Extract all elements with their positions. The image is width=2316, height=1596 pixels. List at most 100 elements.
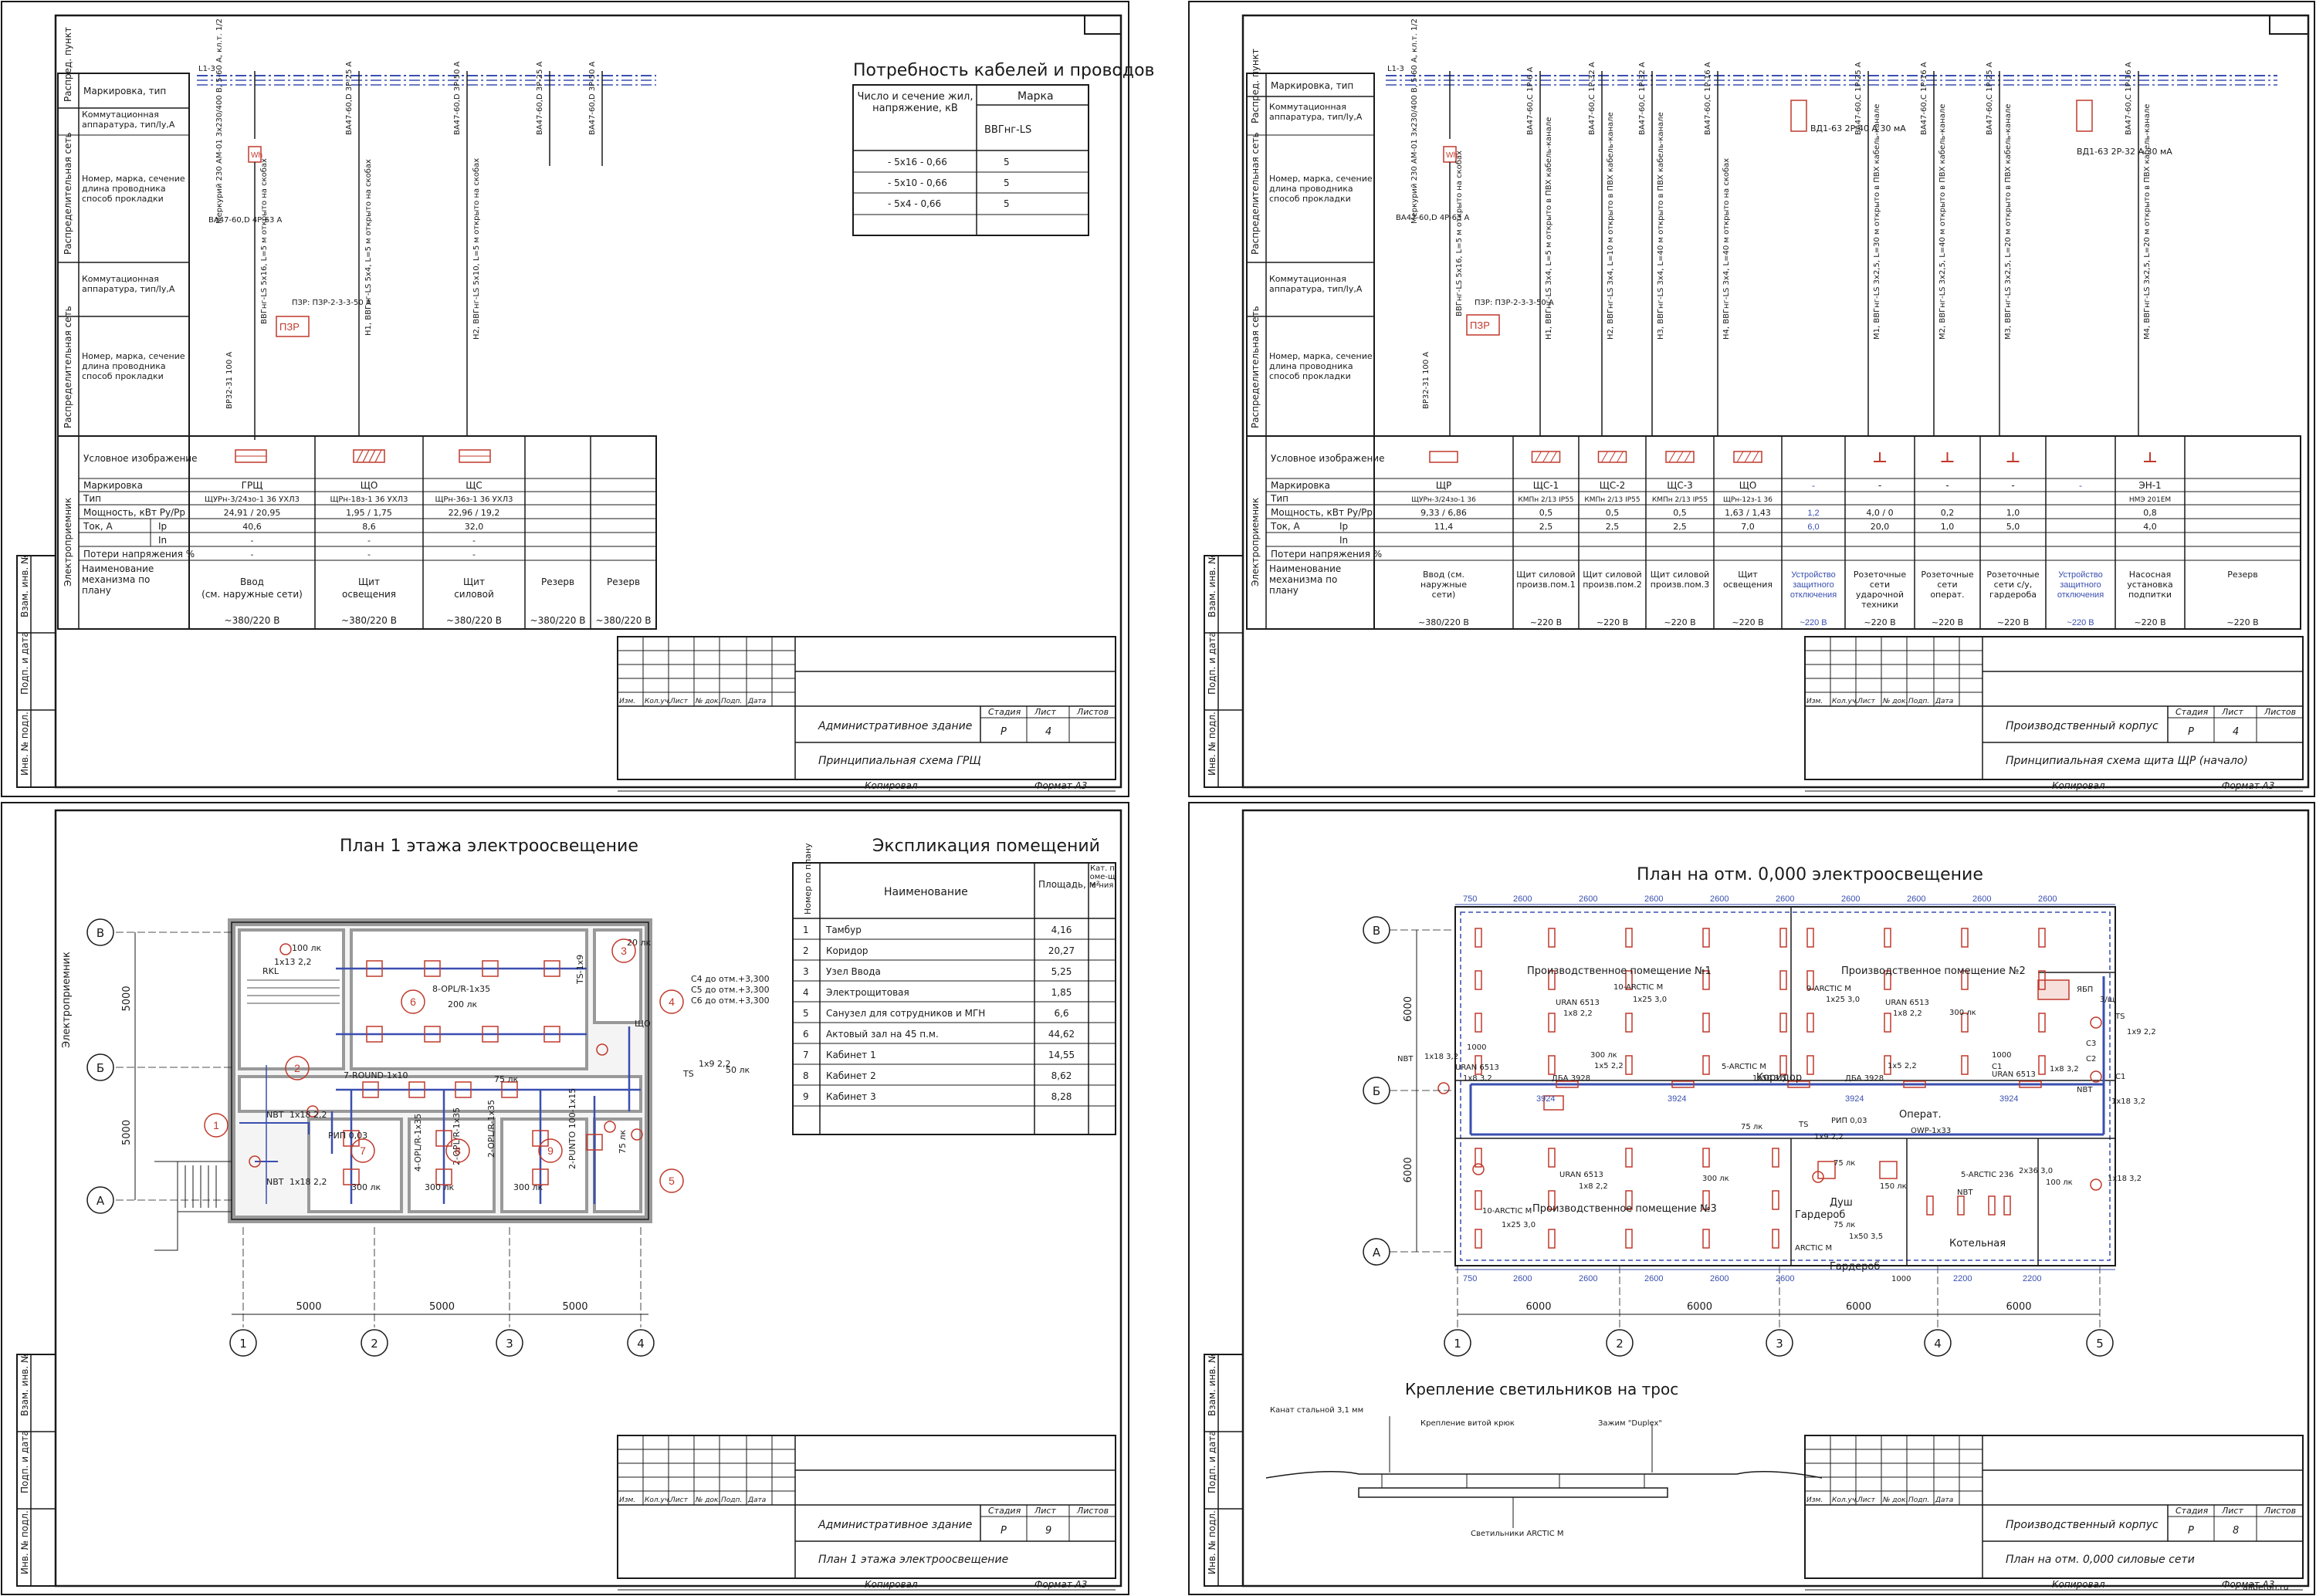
stamp4-text-3: Инв. № подл. [1207,1510,1217,1574]
plan0-label: С2 [2086,1055,2096,1063]
bus-label: L1-3 [198,65,215,73]
plan0-label: 1000 [1891,1275,1911,1283]
branch-cable-2: Н2, ВВГнг-LS 5х10, L=5 м открыто на скоб… [472,158,481,340]
shr-meter: Wh [1446,151,1458,160]
plan0-label: 1х50 3,5 [1849,1233,1883,1241]
tb-head: Лист [1034,1506,1056,1516]
tb-stage: Р [2188,1525,2194,1537]
electro-label: Электроприемник [61,952,73,1048]
stamp4-text-2: Подп. и дата [1207,1430,1217,1493]
plan0-label: 100 лк [2046,1178,2073,1187]
lamp-linear [1625,1190,1633,1210]
consumer-mark: ЩС [466,480,482,491]
expl-name: Санузел для сотрудников и МГН [826,1008,985,1019]
shr-consumer-ip: 20,0 [1871,522,1890,532]
tb-col: Подп. [721,698,742,705]
plan0-room: Гардероб [1830,1261,1880,1273]
axis-h: 2 [371,1337,378,1351]
tb-col: Лист [669,698,689,705]
g2-label-2: Распределительная сеть [1250,132,1261,255]
explication-table: Номер по плану Наименование Площадь, м² … [792,843,1116,1135]
shr-branch-breaker: ВА47-60,C 1P-32 А [1638,62,1647,135]
consumer-ip: 32,0 [465,522,484,532]
plan1-label: С6 до отм.+3,300 [691,996,770,1006]
consumer-in: - [472,536,476,546]
lbl-marking: Маркировка [83,480,143,491]
cable-col-head: Число и сечение жил, напряжение, кВ [857,91,973,114]
tb-col: Изм. [619,698,635,705]
expl-num: 4 [803,987,809,998]
shr-main-device: Меркурий 230 AM-01 3х230/400 В, 5-60 А, … [1410,19,1419,224]
mount-rope: Канат стальной 3,1 мм [1270,1406,1363,1415]
tb-sheet-title: План 1 этажа электроосвещение [818,1554,1008,1566]
tb-sheet-title: План на отм. 0,000 силовые сети [2006,1554,2195,1566]
plan0-top-dim: 2600 [1841,894,1860,904]
lamp-linear [1702,1148,1710,1168]
plan0-label: 1х25 3,0 [1502,1221,1536,1229]
plan0-axis-h: 1 [1454,1337,1461,1351]
plan0-label: 5-ARCTIC 236 [1961,1171,2013,1179]
shr-consumer-table: Условное изображение Маркировка Тип Мощн… [1246,435,2301,630]
plan0-label: URAN 6513 [1992,1070,2036,1079]
consumer-name: Резерв [541,577,574,587]
plan0-dim-h: 6000 [1687,1301,1712,1313]
plan1-label: NBT [266,1110,284,1120]
plan0-top-dim: 2600 [1776,894,1794,904]
plan0-label: 300 лк [1702,1175,1729,1183]
plan0-top-dim: 2600 [1644,894,1663,904]
expl-name: Кабинет 3 [826,1091,876,1102]
lamp-mark [482,960,499,977]
left-label-block-2: Распред. пункт Распределительная сеть Ра… [1246,49,1375,630]
lamp-linear [1548,1148,1556,1168]
stamp-text-1: Взам. инв. № [19,555,30,617]
shr-consumer-voltage: ~220 В [1997,617,2029,627]
shr-branch-breaker: ВА47-60,C 1P-25 А [1986,62,1994,135]
shr-consumer-mark: - [1945,480,1949,491]
shr-surge: ПЗР [1470,320,1490,331]
lamp-linear [1702,1055,1710,1075]
expl-name: Тамбур [825,925,862,935]
shr-consumer-voltage: ~380/220 В [1418,617,1469,627]
lamp-mark [366,1026,383,1043]
lamp-linear [1625,928,1633,948]
lamp-mark [343,1130,360,1147]
tb-sheet: 4 [1045,726,1051,738]
lamp-linear [1772,1148,1779,1168]
shr-consumer-voltage: ~220 В [1664,617,1695,627]
plan0-label: 1х9 2,2 [2127,1028,2156,1036]
consumer-voltage: ~380/220 В [225,615,280,626]
lamp-linear [1779,1013,1787,1033]
sheet-plan1: Взам. инв. № Подп. и дата Инв. № подл. П… [1,802,1129,1595]
lamp-linear [1779,1055,1787,1075]
tb-format: Формат А3 [2222,780,2274,791]
lamp-round [604,1121,616,1133]
stamp3-text-2: Подп. и дата [19,1430,30,1493]
tb-stage: Р [1001,726,1007,738]
expl-col-num: Номер по плану [803,843,813,915]
tb-head: Лист [2221,1506,2243,1516]
plan0-axis-v: В [1373,924,1380,938]
shr-consumer-power: 1,0 [2006,508,2020,518]
shr-consumer-mark: ЭН-1 [2138,480,2161,491]
plan0-label: 1х8 2,2 [1579,1182,1608,1191]
shr-consumer-ip: 1,0 [1941,522,1955,532]
room-number: 9 [547,1145,554,1157]
expl-area: 20,27 [1048,945,1075,956]
lbl-power: Мощность, кВт Ру/Рр [83,507,185,518]
shr-consumer-voltage: ~220 В [1800,618,1827,627]
shr-consumer-power: 0,8 [2143,508,2157,518]
plan1-label: 7-ROUND-1х10 [344,1070,408,1080]
tb-head: Листов [1076,1506,1109,1516]
plan0-dim-h: 6000 [1846,1301,1871,1313]
shr-bus-label: L1-3 [1387,65,1404,73]
tb-col: № док. [695,1496,720,1504]
plan1-label: 1х18 2,2 [290,1177,327,1187]
shr-branch-breaker: ВА47-60,C 1P-25 А [1854,62,1863,135]
lbl-current: Ток, А [83,521,113,532]
plan0-dim-h: 6000 [2006,1301,2031,1313]
